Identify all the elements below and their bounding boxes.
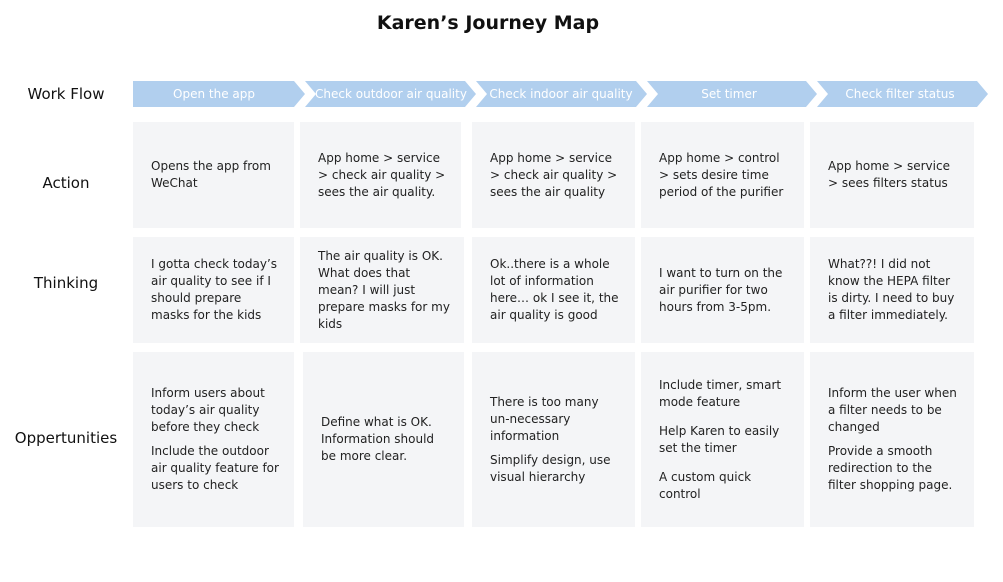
action-card-5: App home > service > sees filters status [810, 122, 974, 228]
opportunity-text: Inform the user when a filter needs to b… [828, 386, 957, 434]
thinking-text: The air quality is OK. What does that me… [318, 248, 450, 331]
thinking-text: Ok..there is a whole lot of information … [490, 257, 619, 322]
row-label-thinking: Thinking [33, 274, 99, 292]
opportunity-card-1: Inform users about today’s air quality b… [133, 352, 294, 527]
action-text: App home > service > sees filters status [828, 159, 950, 190]
opportunity-card-2: Define what is OK. Information should be… [303, 352, 464, 527]
thinking-card-5: What??! I did not know the HEPA filter i… [810, 237, 974, 343]
opportunity-card-4: Include timer, smart mode feature Help K… [641, 352, 804, 527]
workflow-arrow-4 [647, 81, 817, 107]
thinking-card-2: The air quality is OK. What does that me… [300, 237, 464, 343]
workflow-arrow-3 [476, 81, 647, 107]
row-label-opportunities: Oppertunities [14, 429, 118, 447]
action-card-2: App home > service > check air quality >… [300, 122, 461, 228]
action-text: Opens the app from WeChat [151, 159, 271, 190]
thinking-text: I want to turn on the air purifier for t… [659, 265, 783, 314]
workflow-step-2: Check outdoor air quality [315, 87, 467, 101]
opportunity-text: Provide a smooth redirection to the filt… [828, 444, 953, 492]
opportunity-text: Simplify design, use visual hierarchy [490, 452, 611, 484]
action-card-1: Opens the app from WeChat [133, 122, 294, 228]
workflow-step-3: Check indoor air quality [489, 87, 633, 101]
opportunity-text: Define what is OK. Information should be… [321, 415, 435, 463]
action-text: App home > service > check air quality >… [490, 150, 618, 199]
action-card-3: App home > service > check air quality >… [472, 122, 635, 228]
thinking-text: I gotta check today’s air quality to see… [151, 257, 278, 322]
workflow-arrow-5 [817, 81, 988, 107]
opportunity-text: Include the outdoor air quality feature … [151, 444, 279, 492]
action-text: App home > service > check air quality >… [318, 150, 446, 199]
workflow-step-1: Open the app [173, 87, 255, 101]
row-label-action: Action [42, 174, 90, 192]
opportunity-card-3: There is too many un-necessary informati… [472, 352, 635, 527]
thinking-card-4: I want to turn on the air purifier for t… [641, 237, 804, 343]
opportunity-text: Help Karen to easily set the timer [659, 423, 780, 455]
thinking-card-1: I gotta check today’s air quality to see… [133, 237, 294, 343]
workflow-arrows [133, 81, 988, 107]
opportunity-text: A custom quick control [659, 469, 752, 501]
row-label-workflow: Work Flow [27, 85, 105, 103]
opportunity-text: Inform users about today’s air quality b… [151, 386, 265, 434]
page-title: Karen’s Journey Map [376, 12, 600, 34]
action-text: App home > control > sets desire time pe… [659, 150, 784, 199]
thinking-text: What??! I did not know the HEPA filter i… [828, 257, 955, 322]
opportunity-card-5: Inform the user when a filter needs to b… [810, 352, 974, 527]
opportunity-text: There is too many un-necessary informati… [490, 394, 599, 443]
opportunity-text: Include timer, smart mode feature [659, 377, 782, 409]
workflow-step-5: Check filter status [845, 87, 955, 101]
workflow-step-4: Set timer [701, 87, 757, 101]
workflow-arrow-2 [305, 81, 476, 107]
workflow-arrow-1 [133, 81, 305, 107]
action-card-4: App home > control > sets desire time pe… [641, 122, 804, 228]
thinking-card-3: Ok..there is a whole lot of information … [472, 237, 635, 343]
